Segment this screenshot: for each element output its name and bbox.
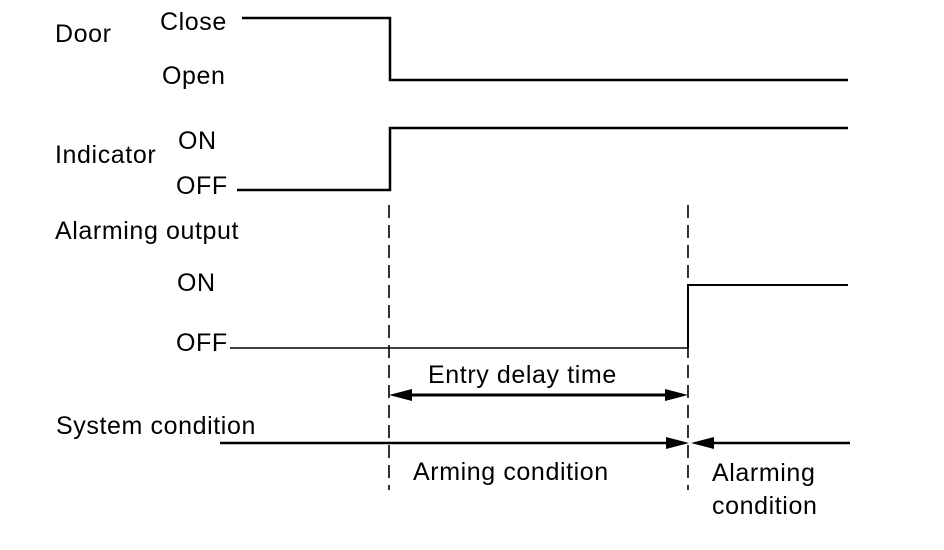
door-open-level-label: Open	[162, 62, 226, 90]
alarm-output-rise-and-on-line	[687, 284, 848, 348]
entry-delay-arrowhead-left-icon	[389, 389, 412, 401]
indicator-signal-label: Indicator	[55, 141, 157, 169]
entry-delay-arrowhead-right-icon	[665, 389, 688, 401]
arming-condition-label: Arming condition	[413, 458, 609, 486]
system-condition-label: System condition	[56, 412, 256, 440]
alarming-condition-label: Alarming condition	[712, 457, 817, 523]
door-close-level-label: Close	[160, 8, 227, 36]
door-signal-label: Door	[55, 20, 112, 48]
alarming-condition-label-line2: condition	[712, 492, 818, 520]
indicator-waveform-line	[237, 126, 848, 192]
alarming-output-signal-label: Alarming output	[55, 217, 240, 245]
alarming-condition-label-line1: Alarming	[712, 459, 816, 487]
indicator-on-level-label: ON	[178, 127, 217, 155]
entry-delay-time-label: Entry delay time	[428, 361, 617, 389]
alarming-output-off-level-label: OFF	[176, 329, 228, 357]
alarming-output-on-level-label: ON	[177, 269, 216, 297]
arming-segment-arrowhead-icon	[666, 437, 689, 449]
alarming-segment-arrowhead-icon	[691, 437, 714, 449]
door-waveform-line	[242, 16, 848, 82]
indicator-off-level-label: OFF	[176, 172, 228, 200]
